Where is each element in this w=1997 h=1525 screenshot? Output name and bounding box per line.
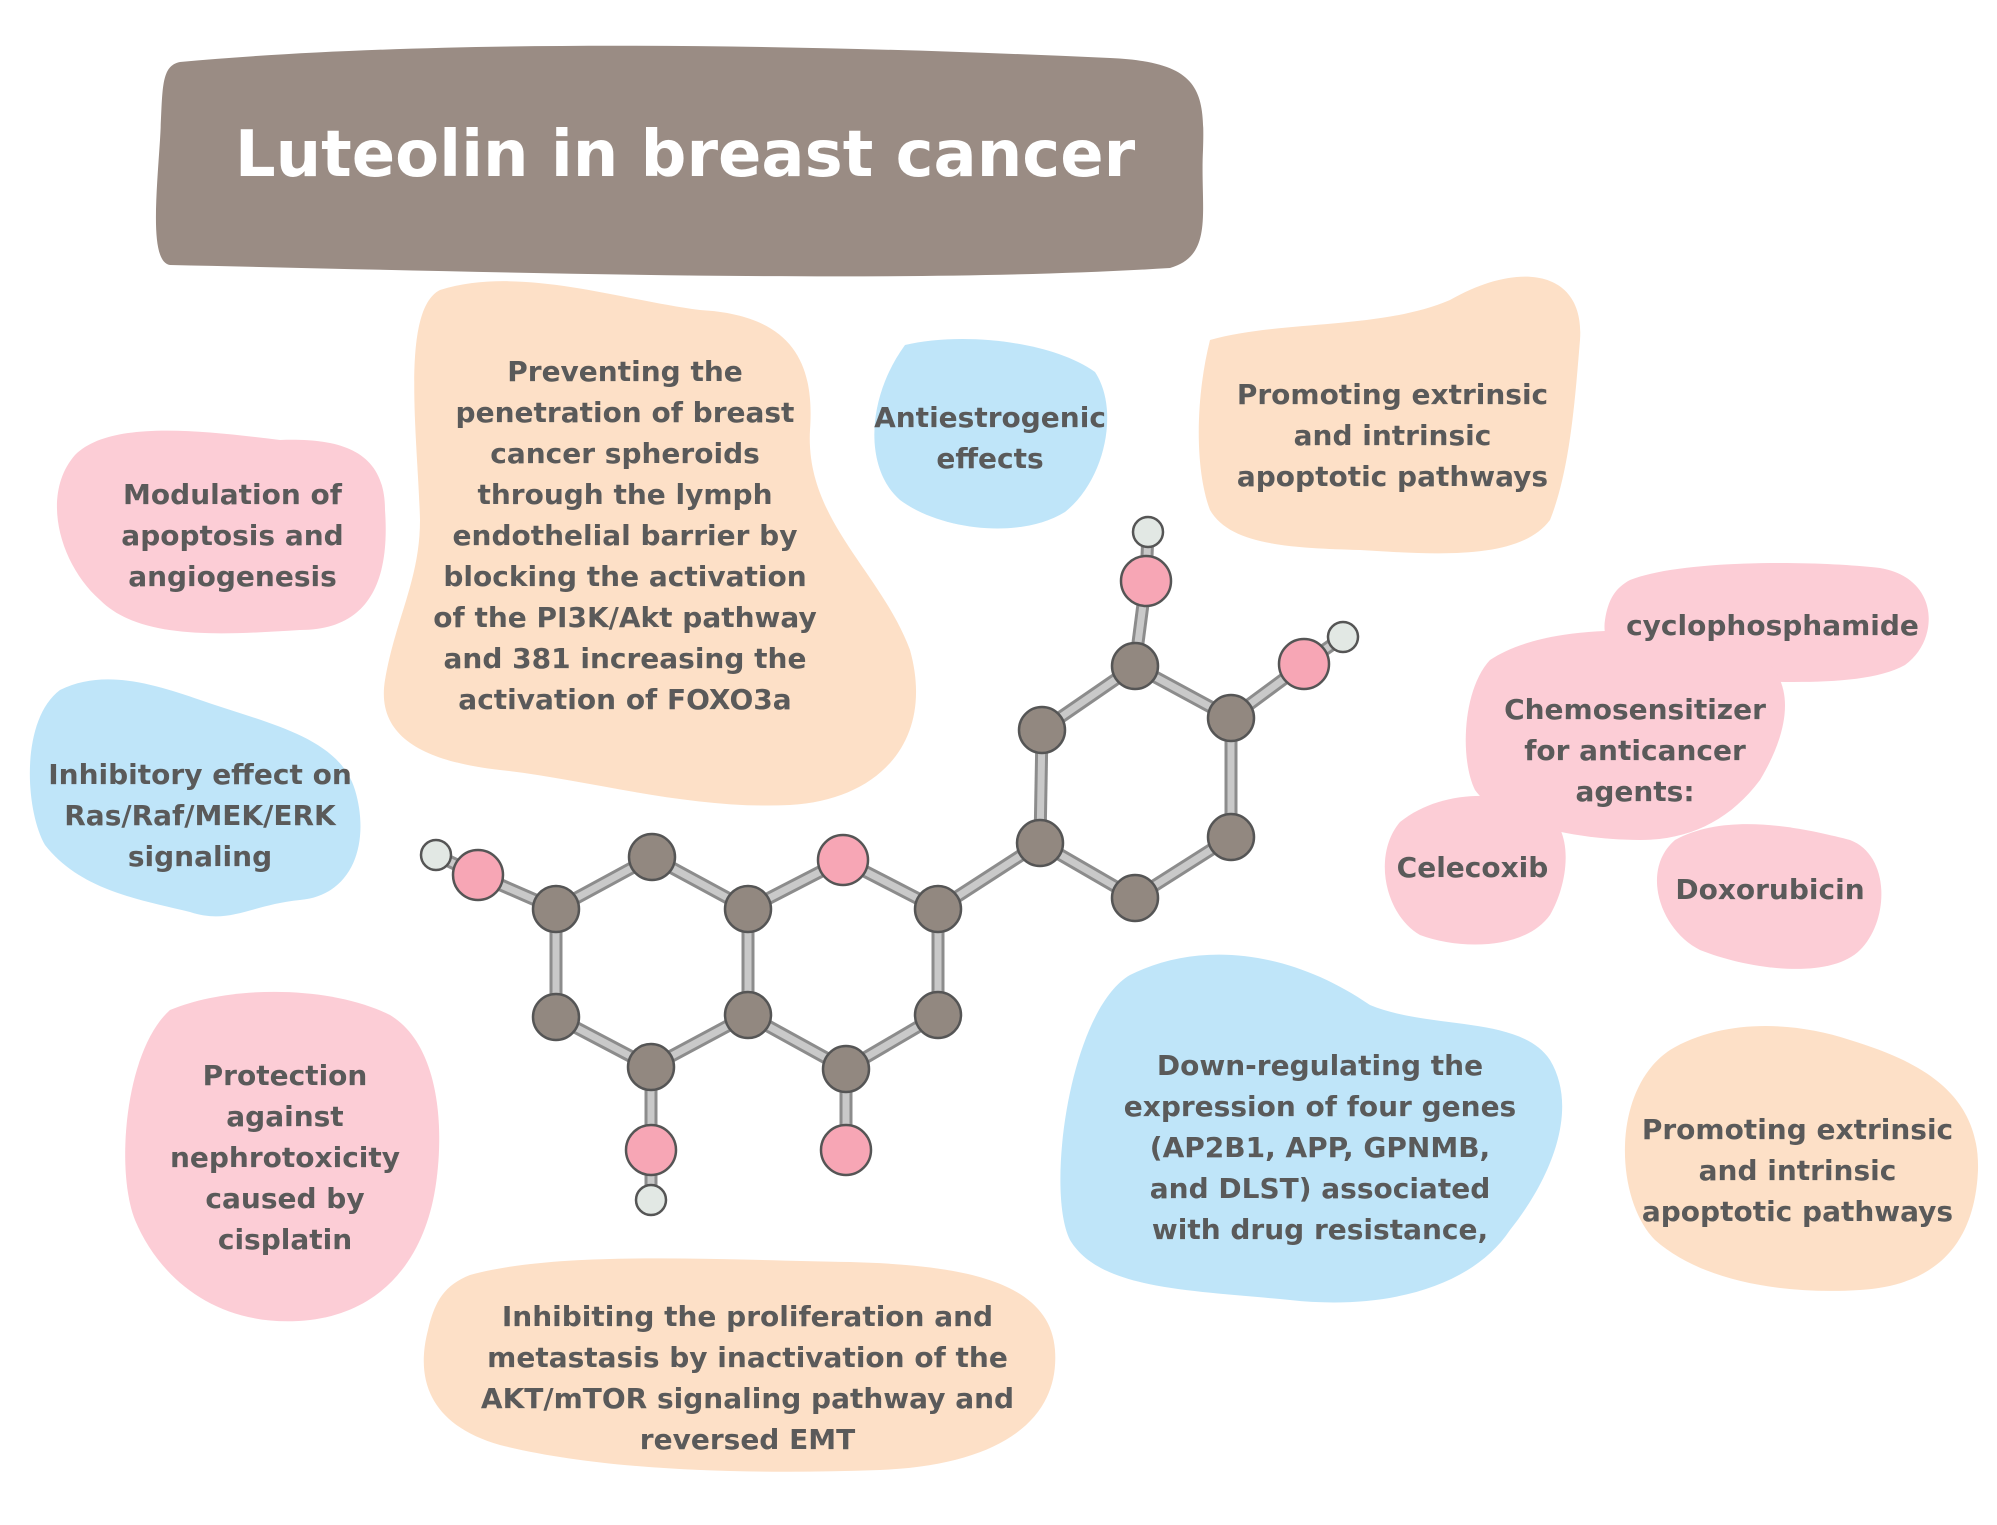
atom-C4	[1015, 818, 1065, 868]
blob-inhibiting	[423, 1258, 1056, 1472]
atom-O9	[451, 848, 505, 902]
label-antiestrogenic: Antiestrogenic effects	[874, 400, 1106, 475]
label-promoting-top: Promoting extrinsic and intrinsic apopto…	[1236, 377, 1549, 493]
blob-doxorubicin	[1656, 824, 1882, 969]
label-inhibiting: Inhibiting the proliferation and metasta…	[480, 1299, 1015, 1456]
atom-H3	[1326, 620, 1360, 654]
label-celecoxib: Celecoxib	[1396, 851, 1549, 884]
blob-protection	[125, 991, 440, 1322]
title-banner	[155, 45, 1204, 277]
atom-C5	[1206, 812, 1256, 862]
page-title: Luteolin in breast cancer	[234, 118, 1136, 192]
atom-C9	[723, 884, 773, 934]
label-chemosensitizer: Chemosensitizer for anticancer agents:	[1504, 692, 1766, 808]
label-doxorubicin: Doxorubicin	[1675, 873, 1865, 906]
atom-C14	[626, 1042, 676, 1092]
blob-promoting-top	[1198, 276, 1581, 554]
label-promoting-bottom: Promoting extrinsic and intrinsic apopto…	[1641, 1112, 1954, 1228]
blob-inhibitory	[29, 679, 361, 917]
blob-antiestrogenic	[874, 339, 1108, 529]
atom-C2	[1017, 705, 1067, 755]
atom-C10	[913, 884, 963, 934]
atom-C12	[723, 990, 773, 1040]
atom-H1	[1131, 515, 1165, 549]
blob-promoting-bottom	[1624, 1026, 1979, 1291]
blob-modulation	[56, 430, 386, 634]
atom-C6	[1110, 873, 1160, 923]
luteolin-molecule-icon	[419, 515, 1360, 1217]
atom-C7	[627, 832, 677, 882]
label-cyclophosphamide: cyclophosphamide	[1626, 608, 1919, 642]
label-preventing: Preventing the penetration of breast can…	[433, 354, 817, 716]
atom-C1	[1110, 641, 1160, 691]
label-protection: Protection against nephrotoxicity caused…	[169, 1059, 401, 1256]
label-modulation: Modulation of apoptosis and angiogenesis	[121, 477, 344, 593]
blob-downregulating	[1060, 954, 1563, 1303]
atom-C13	[913, 990, 963, 1040]
atom-C8	[531, 884, 581, 934]
atom-O14	[624, 1123, 678, 1177]
atom-C11	[531, 992, 581, 1042]
atom-C15	[821, 1044, 871, 1094]
atom-O2	[1119, 554, 1173, 608]
label-downregulating: Down-regulating the expression of four g…	[1123, 1049, 1517, 1246]
atom-H9	[419, 838, 453, 872]
atom-O1	[816, 833, 870, 887]
blob-chemosensitizer	[1465, 630, 1785, 840]
atom-H14	[634, 1183, 668, 1217]
atom-C3	[1206, 693, 1256, 743]
atom-O3	[1277, 637, 1331, 691]
blob-preventing	[383, 281, 917, 806]
blob-celecoxib	[1384, 795, 1566, 945]
label-inhibitory: Inhibitory effect on Ras/Raf/MEK/ERK sig…	[48, 757, 352, 873]
atom-O15	[819, 1123, 873, 1177]
